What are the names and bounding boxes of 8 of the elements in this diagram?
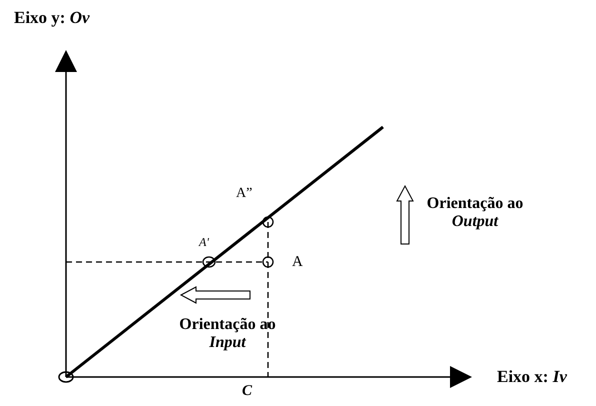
point-label: A': [199, 236, 209, 250]
annotation-text: Orientação ao Output: [426, 195, 524, 232]
point-label: A”: [236, 186, 252, 202]
axis-label: Eixo x: Iv: [497, 367, 567, 387]
annotation-text: Orientação ao Input: [178, 316, 277, 353]
axis-label: C: [242, 383, 252, 400]
axis-label: Eixo y: Ov: [14, 8, 90, 28]
point-label: A: [292, 254, 303, 272]
